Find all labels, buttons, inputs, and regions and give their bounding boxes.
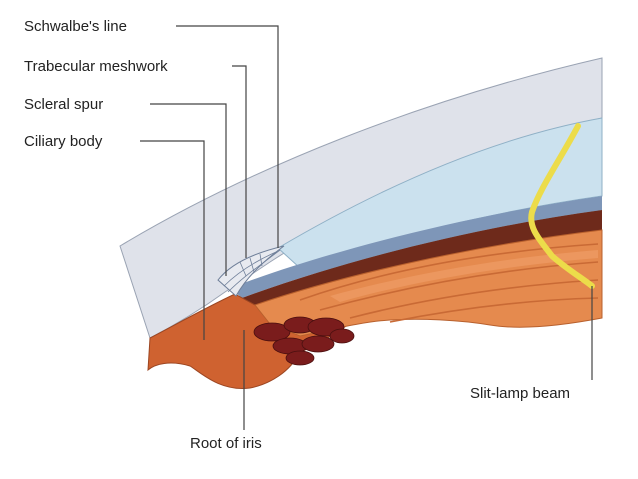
ciliary-processes [253, 316, 355, 366]
label-trabecular-meshwork: Trabecular meshwork [24, 58, 168, 75]
iris-highlight [330, 250, 598, 302]
label-slit-lamp-beam: Slit-lamp beam [470, 385, 570, 402]
label-schwalbes-line: Schwalbe's line [24, 18, 127, 35]
trabecular-meshwork-structure [217, 245, 285, 297]
ciliary-body-leader [140, 140, 205, 340]
trabecular-meshwork-leader [232, 65, 247, 258]
slit-lamp-beam [528, 123, 595, 289]
label-root-of-iris: Root of iris [190, 435, 262, 452]
iris [254, 229, 603, 337]
label-ciliary-body: Ciliary body [24, 133, 103, 150]
schwalbes-line-leader [176, 25, 279, 248]
iris-folds [299, 243, 599, 323]
label-scleral-spur: Scleral spur [24, 96, 103, 113]
descemet-band [230, 196, 602, 298]
scleral-spur-leader [150, 103, 227, 276]
